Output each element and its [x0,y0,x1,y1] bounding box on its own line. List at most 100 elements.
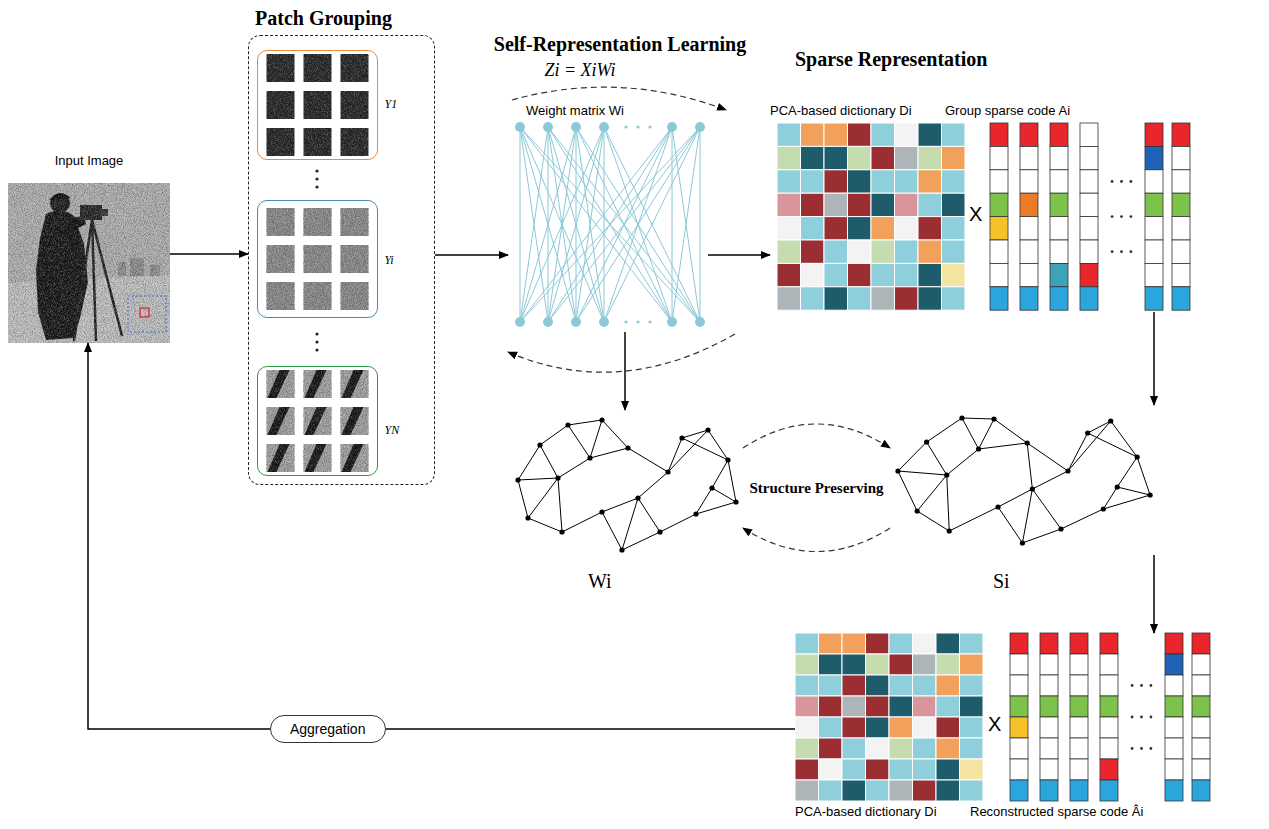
patch-noise [267,208,295,236]
patch-noise [341,407,369,435]
matrix-cell [801,240,825,263]
code-cell [1050,146,1068,169]
code-cell [1145,287,1163,310]
ellipsis-dot [1120,250,1123,253]
ellipsis-dot [624,320,627,323]
matrix-cell [824,217,848,240]
matrix-cell [777,263,801,286]
patch-noise [267,91,295,119]
network-link [548,127,700,322]
matrix-cell [936,759,960,780]
matrix-cell [777,170,801,193]
graph-vertex [599,509,604,514]
code-cell [1020,123,1038,146]
matrix-cell [824,123,848,146]
patch-noise [304,54,332,82]
matrix-cell [889,633,913,654]
matrix-cell [913,696,937,717]
matrix-cell [913,759,937,780]
matrix-cell [918,263,942,286]
network-unit [515,122,525,132]
matrix-cell [842,759,866,780]
code-cell [1192,780,1210,801]
code-cell [1080,263,1098,286]
graph-box: Wi [510,410,740,560]
matrix-cell [824,146,848,169]
code-cell [1192,633,1210,654]
graph-link [1022,529,1061,543]
multiply-sign: X [969,203,982,226]
code-cell [1172,170,1190,193]
patch-noise [341,54,369,82]
graph-vertex [924,439,929,444]
matrix-cell [871,123,895,146]
code-cell [1080,217,1098,240]
network-link [520,127,604,322]
matrix-cell [842,780,866,801]
graph-link [1103,487,1117,509]
graph-link [1088,421,1111,433]
graph-link [562,512,602,532]
graph-link [947,475,949,531]
patch [267,444,295,472]
graph-vertex [587,455,592,460]
ellipsis-dot [1131,747,1134,750]
graph-link [1061,509,1103,529]
ellipsis-dot [1140,684,1143,687]
patch-noise [267,54,295,82]
code-cell [990,193,1008,216]
matrix-cell [936,675,960,696]
graph-link [712,488,736,502]
graph-vertex [1135,454,1140,459]
matrix-cell [848,123,872,146]
code-cell [1145,123,1163,146]
graph-link [696,488,712,514]
code-cell [1172,263,1190,286]
code-cell [1010,717,1028,738]
matrix-cell [842,633,866,654]
code-cell [1010,675,1028,696]
section-heading: Self-Representation Learning [494,33,746,56]
ellipsis-dot [1140,747,1143,750]
matrix-cell [942,287,966,310]
network-unit [599,317,609,327]
graph-link [628,448,668,472]
iteration-arcs [508,87,735,372]
matrix-cell [889,759,913,780]
patch-noise [341,444,369,472]
graph-link [962,418,979,449]
matrix-cell [824,193,848,216]
ellipsis-dot [1130,180,1133,183]
matrix-cell [960,738,984,759]
matrix-cell [871,193,895,216]
patch-grouping-box: Patch GroupingY1YiYN [248,35,435,485]
graph-vertex [635,495,640,500]
patch-noise [341,208,369,236]
matrix-cell [918,193,942,216]
arrow-connector [435,255,508,256]
code-cell [1070,696,1088,717]
graph-link [1117,487,1150,495]
graph-link [1088,433,1138,457]
patch-noise [304,444,332,472]
graph-link [1111,421,1137,457]
matrix-cell [819,633,843,654]
matrix-cell [889,654,913,675]
patch [341,245,369,273]
matrix-cell [942,146,966,169]
graph-link [898,442,927,471]
sparse-code [1010,633,1210,801]
network-link [672,127,700,322]
matrix-cell [848,240,872,263]
graph-vertex [599,417,604,422]
patch [304,370,332,398]
patch-noise [267,444,295,472]
matrix-cell [777,123,801,146]
matrix-cell [866,654,890,675]
graph-link [528,518,562,532]
network-unit [667,317,677,327]
network-link [520,127,700,322]
matrix-cell [866,738,890,759]
matrix-cell [960,696,984,717]
